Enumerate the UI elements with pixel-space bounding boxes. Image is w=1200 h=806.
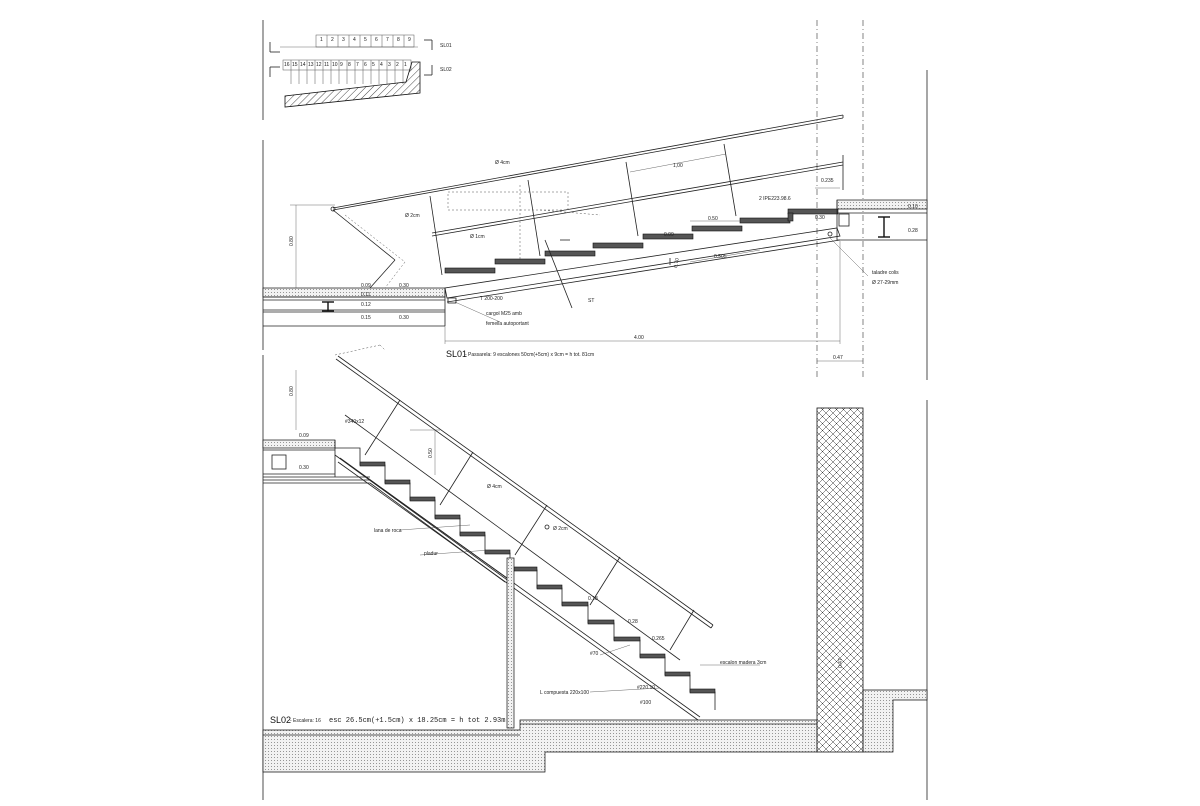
profile-label: 2 IPE223.98.6: [759, 196, 791, 202]
i-beam-icon: [878, 216, 890, 238]
key-plan-num: 10: [332, 62, 338, 68]
key-plan-num: 3: [342, 37, 345, 43]
section-sl02: 0.80 0.09 0.30 #340x12 0.50 Ø 4cm Ø 2cm: [262, 344, 928, 773]
upper-floor-slab: [262, 439, 336, 449]
drill-label: taladre colis: [872, 270, 899, 276]
post-diameter-label: Ø 2cm: [405, 213, 420, 219]
slab-dim: 0.09: [299, 433, 309, 439]
key-plan-num: 7: [386, 37, 389, 43]
handrail: [337, 355, 714, 626]
section-title-sl02: SL02: [270, 715, 291, 725]
ground-slab: [262, 719, 818, 773]
key-plan-num: 13: [308, 62, 314, 68]
i-beam-icon: [322, 301, 334, 312]
slab-dim: 0.10: [908, 204, 918, 210]
key-plan-num: 12: [316, 62, 322, 68]
rail-diameter-label: Ø 4cm: [495, 160, 510, 166]
key-plan-num: 11: [324, 62, 329, 68]
key-plan-num: 9: [408, 37, 411, 43]
total-length-dim: 4.00: [634, 335, 644, 341]
step-dim: 0.28: [628, 619, 638, 625]
key-plan-num: 8: [397, 37, 400, 43]
step-dim: 0.09: [664, 232, 674, 238]
drill-label: Ø 27-29mm: [872, 280, 898, 286]
section-cut-label: ST: [588, 298, 594, 304]
key-plan-num: 9: [340, 62, 343, 68]
slab-dim: 0.11: [361, 292, 371, 298]
section-subtitle-sl01: - Passarela: 9 escalones 50cm(+5cm) x 9c…: [465, 352, 594, 358]
slab-dim: 0.30: [299, 465, 309, 471]
slab-dim: 0.12: [361, 302, 371, 308]
steps: [444, 208, 839, 274]
key-plan-num: 16: [284, 62, 290, 68]
tread-dim: 0.50: [708, 216, 718, 222]
key-plan-num: 2: [396, 62, 399, 68]
post-dim: 0.50: [428, 448, 434, 458]
key-plan-num: 14: [300, 62, 306, 68]
key-plan-num: 2: [331, 37, 334, 43]
load-bearing-wall: [816, 407, 864, 753]
profile-label: #100: [640, 700, 651, 706]
end-dim: 0.47: [833, 355, 843, 361]
left-floor-slab: [262, 287, 446, 298]
slab-dim: 0.28: [908, 228, 918, 234]
key-plan-num: 4: [353, 37, 356, 43]
key-plan-num: 8: [348, 62, 351, 68]
key-plan-label-sl01: SL01: [440, 43, 452, 49]
section-title-sl01: SL01: [446, 349, 467, 359]
section-subtitle-sl02-b: esc 26.5cm(+1.5cm) x 18.25cm = h tot 2.9…: [329, 717, 505, 725]
key-plan: SL01 1 2 3 4 5 6 7 8 9 SL02: [262, 20, 452, 120]
bolt-label: femella autoportant: [486, 321, 529, 327]
slab-dim: 0.09: [361, 283, 371, 289]
tee-label: T 200-200: [480, 296, 503, 302]
slab-dim: 0.30: [399, 283, 409, 289]
partition-wall: [506, 557, 515, 729]
right-ground-slab: [862, 689, 928, 753]
post-diameter-label: Ø 2cm: [553, 526, 568, 532]
rail-diameter-label: Ø 4cm: [487, 484, 502, 490]
key-plan-num: 5: [364, 37, 367, 43]
key-plan-num: 1: [320, 37, 323, 43]
step-dim: 0.505: [714, 254, 727, 260]
key-plan-num: 15: [292, 62, 298, 68]
wood-step-label: escalon madera 3cm: [720, 660, 766, 666]
slab-dim: 0.30: [399, 315, 409, 321]
plaster-label: pladur: [424, 551, 438, 557]
step-dim: 0.265: [652, 636, 665, 642]
section-subtitle-sl02-a: - Escalera: 16: [290, 718, 321, 724]
wall-dim: 0.47: [838, 658, 844, 668]
profile-label: #220.10: [637, 685, 655, 691]
key-plan-num: 6: [364, 62, 367, 68]
key-plan-num: 3: [388, 62, 391, 68]
composite-label: L compuesta 220x100: [540, 690, 589, 696]
key-plan-num: 4: [380, 62, 383, 68]
rock-wool-label: lana de roca: [374, 528, 402, 534]
stair-steps: [334, 447, 716, 721]
key-plan-num: 7: [356, 62, 359, 68]
handrail: [332, 114, 844, 209]
slab-dim: 0.30: [815, 215, 825, 221]
post-spacing-dim: 1,00: [673, 163, 683, 169]
bar-diameter-label: Ø 1cm: [470, 234, 485, 240]
bolt-label: cargol M25 amb: [486, 311, 522, 317]
key-plan-num: 1: [404, 62, 407, 68]
slab-dim: 0.15: [361, 315, 371, 321]
step-dim: 0.70: [673, 258, 681, 269]
height-dim: 0.80: [289, 386, 295, 396]
key-plan-num: 6: [375, 37, 378, 43]
height-dim: 0.80: [289, 236, 295, 246]
top-dim: 0.235: [821, 178, 834, 184]
section-sl01: 0.09 0.30 0.11 0.12 0.15 0.30 0.80: [262, 20, 928, 800]
profile-label: #70: [590, 651, 599, 657]
key-plan-label-sl02: SL02: [440, 67, 452, 73]
step-dim: 0.18: [588, 596, 598, 602]
key-plan-num: 5: [372, 62, 375, 68]
